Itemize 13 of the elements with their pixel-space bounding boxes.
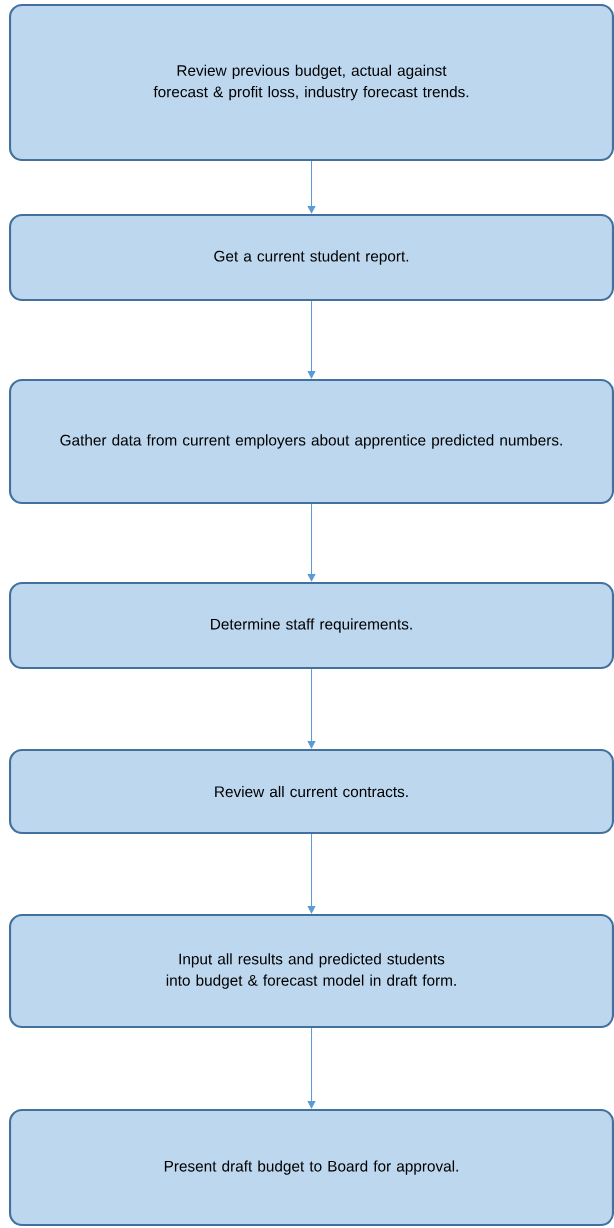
arrow	[307, 668, 316, 749]
process-box: Get a current student report.	[8, 213, 614, 302]
arrow	[307, 833, 316, 914]
process-box: Gather data from current employers about apprentice predicted numbers.	[8, 378, 614, 505]
arrow	[307, 1027, 316, 1109]
arrow	[307, 503, 316, 582]
arrow	[307, 160, 316, 214]
arrow	[307, 300, 316, 379]
process-box: Review previous budget, actual against forecast & profit loss, industry forecast trends.	[8, 3, 614, 162]
process-box: Present draft budget to Board for approval.	[8, 1109, 614, 1227]
process-box: Determine staff requirements.	[8, 581, 614, 670]
process-box: Input all results and predicted students into budget & forecast model in draft form.	[8, 913, 614, 1029]
process-box: Review all current contracts.	[8, 748, 614, 835]
